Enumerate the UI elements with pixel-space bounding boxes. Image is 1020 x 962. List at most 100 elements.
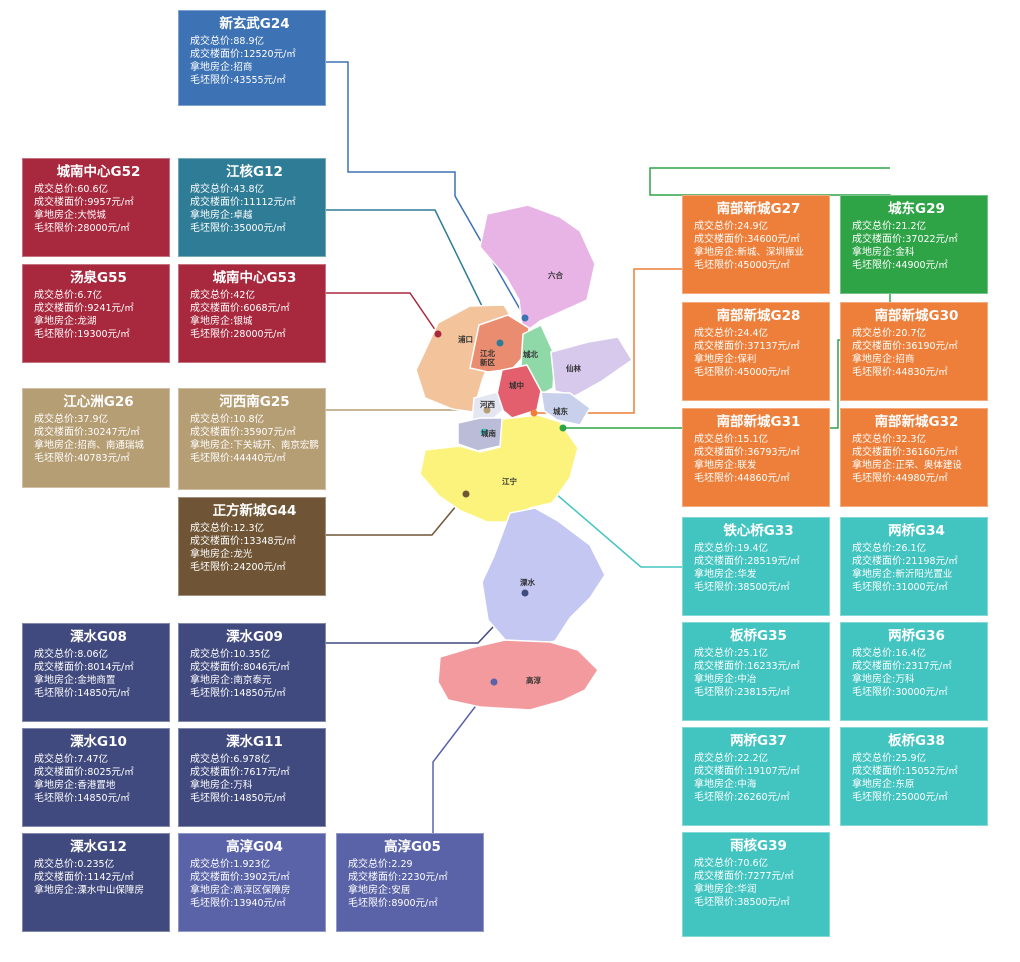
card-row-4: 毛坯限价:45000元/㎡ — [694, 366, 823, 379]
card-row-1: 成交总价:1.923亿 — [190, 858, 319, 871]
card-row-1: 成交总价:24.4亿 — [694, 327, 823, 340]
map-label-chengdong: 城东 — [553, 407, 568, 416]
card-row-label: 成交楼面价: — [694, 447, 748, 458]
card-row-1: 成交总价:20.7亿 — [852, 327, 981, 340]
card-row-value: 大悦城 — [77, 210, 106, 221]
card-row-label: 拿地房企: — [694, 884, 738, 895]
card-row-value: 高淳区保障房 — [233, 885, 291, 896]
card-row-3: 拿地房企:高淳区保障房 — [190, 884, 319, 897]
card-row-label: 成交总价: — [34, 184, 78, 195]
card-row-3: 拿地房企:正荣、奥体建设 — [852, 459, 981, 472]
card-row-label: 成交总价: — [852, 753, 896, 764]
card-row-2: 成交楼面价:34600元/㎡ — [694, 233, 823, 246]
card-row-label: 毛坯限价: — [34, 793, 78, 804]
card-row-4: 毛坯限价:44860元/㎡ — [694, 472, 823, 485]
card-row-value: 2317元/㎡ — [905, 661, 952, 672]
card-title: 高淳G04 — [226, 839, 283, 855]
card-row-value: 香港置地 — [77, 780, 116, 791]
card-row-label: 成交楼面价: — [694, 556, 748, 567]
card-title: 溧水G12 — [70, 839, 127, 855]
card-title: 正方新城G44 — [212, 503, 297, 519]
card-row-1: 成交总价:22.2亿 — [694, 752, 823, 765]
card-row-label: 成交总价: — [190, 184, 234, 195]
card-row-4: 毛坯限价:43555元/㎡ — [190, 74, 319, 87]
card-row-value: 28000元/㎡ — [77, 223, 130, 234]
card-row-value: 43555元/㎡ — [233, 75, 286, 86]
card-row-label: 拿地房企: — [348, 885, 392, 896]
card-row-4: 毛坯限价:28000元/㎡ — [190, 328, 319, 341]
card-row-value: 新城、深圳振业 — [737, 247, 804, 258]
card-row-value: 35907元/㎡ — [243, 427, 296, 438]
card-title: 南部新城G32 — [874, 414, 959, 430]
card-row-value: 招商、南通瑞城 — [77, 440, 144, 451]
card-row-value: 华润 — [737, 884, 757, 895]
pin-g25 — [483, 406, 491, 414]
card-row-value: 21198元/㎡ — [905, 556, 958, 567]
card-row-value: 7617元/㎡ — [243, 767, 290, 778]
card-row-value: 7.47亿 — [77, 754, 109, 765]
card-row-label: 成交总价: — [852, 648, 896, 659]
card-row-value: 金科 — [895, 247, 915, 258]
card-row-value: 24.4亿 — [737, 328, 769, 339]
card-row-value: 南京泰元 — [233, 675, 272, 686]
card-row-label: 成交楼面价: — [34, 872, 88, 883]
card-row-4: 毛坯限价:38500元/㎡ — [694, 581, 823, 594]
card-row-4: 毛坯限价:45000元/㎡ — [694, 259, 823, 272]
card-row-value: 龙湖 — [77, 316, 97, 327]
card-title: 板桥G38 — [888, 733, 945, 749]
card-row-label: 成交楼面价: — [852, 766, 906, 777]
card-row-label: 成交楼面价: — [190, 303, 244, 314]
card-title: 溧水G08 — [70, 629, 127, 645]
card-row-3: 拿地房企:华润 — [694, 883, 823, 896]
card-row-label: 拿地房企: — [34, 675, 78, 686]
card-row-label: 成交总价: — [34, 649, 78, 660]
card-row-label: 成交楼面价: — [852, 341, 906, 352]
card-title: 板桥G35 — [730, 628, 787, 644]
card-row-label: 成交楼面价: — [694, 766, 748, 777]
card-row-2: 成交楼面价:2317元/㎡ — [852, 660, 981, 673]
card-row-4: 毛坯限价:13940元/㎡ — [190, 897, 319, 910]
card-row-label: 拿地房企: — [190, 62, 234, 73]
card-row-label: 毛坯限价: — [34, 688, 78, 699]
card-row-value: 31000元/㎡ — [895, 582, 948, 593]
card-row-1: 成交总价:0.235亿 — [34, 858, 163, 871]
card-row-label: 毛坯限价: — [190, 562, 234, 573]
card-row-value: 21.2亿 — [895, 221, 927, 232]
card-row-value: 12.3亿 — [233, 523, 265, 534]
card-row-label: 成交总价: — [694, 434, 738, 445]
card-row-label: 成交总价: — [190, 290, 234, 301]
card-row-value: 保利 — [737, 354, 757, 365]
card-title: 新玄武G24 — [219, 16, 290, 32]
card-row-value: 13940元/㎡ — [233, 898, 286, 909]
card-row-3: 拿地房企:下关城开、南京宏鹏联合体 — [190, 439, 319, 452]
connector-g24 — [300, 61, 526, 319]
card-row-label: 成交楼面价: — [34, 427, 88, 438]
card-row-2: 成交楼面价:8014元/㎡ — [34, 661, 163, 674]
card-row-label: 拿地房企: — [852, 569, 896, 580]
card-row-value: 24200元/㎡ — [233, 562, 286, 573]
card-row-3: 拿地房企:溧水中山保障房 — [34, 884, 163, 897]
card-row-value: 25.9亿 — [895, 753, 927, 764]
card-row-value: 中海 — [737, 779, 757, 790]
card-row-value: 9957元/㎡ — [87, 197, 134, 208]
card-row-value: 15.1亿 — [737, 434, 769, 445]
card-row-value: 正荣、奥体建设 — [895, 460, 962, 471]
card-row-label: 成交楼面价: — [694, 661, 748, 672]
card-row-label: 拿地房企: — [190, 675, 234, 686]
card-row-value: 14850元/㎡ — [233, 688, 286, 699]
card-row-label: 毛坯限价: — [852, 260, 896, 271]
card-row-label: 成交总价: — [190, 523, 234, 534]
card-row-4: 毛坯限价:44980元/㎡ — [852, 472, 981, 485]
map-label-chengbei: 城北 — [523, 350, 538, 359]
card-row-4: 毛坯限价:44440元/㎡ — [190, 452, 319, 465]
card-title: 城南中心G52 — [56, 164, 141, 180]
